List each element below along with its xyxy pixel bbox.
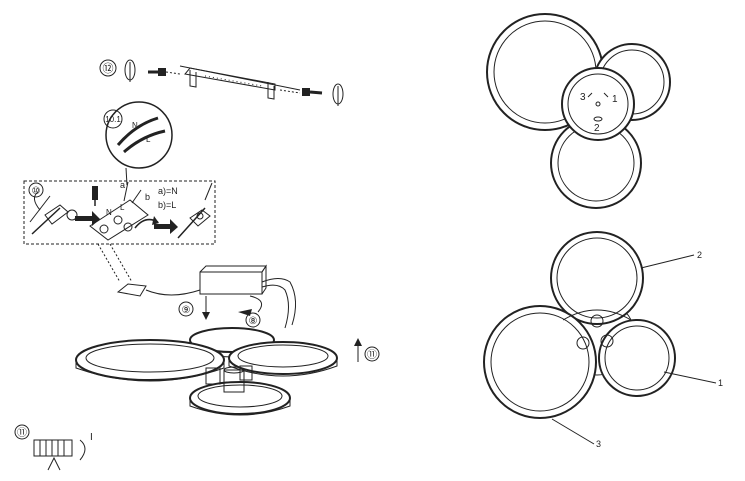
arrow-left-icon [238,309,252,316]
center-hub [223,369,245,393]
step12-group: ⑫ [99,59,344,106]
detail-mark: I [90,432,93,443]
arrow-down-icon [202,312,210,320]
terminal-block: N L [89,199,149,241]
ring-arrangement: 2 1 3 [483,231,723,449]
terminal-strip [33,439,73,457]
top-pos2-label: 2 [594,123,600,134]
wiring-frame [23,180,216,245]
hand-icon [47,456,61,471]
ring-center-back [189,381,291,415]
step12-badge [99,59,117,77]
joint-right [600,334,614,348]
joint-left [576,336,590,350]
step11-detail: ⑪ I [14,424,93,471]
step10-group: ⑩ N L a b a)=N b)=L [23,180,216,245]
step11-detail-label: ⑪ [17,427,27,439]
wire-n-equation: a)=N [158,186,178,196]
arrow-up-icon [354,338,362,346]
arrow-right-icon-2 [154,219,178,234]
wire-l-equation: b)=L [158,200,176,210]
step10-1-detail: 10.1 N L [103,101,173,186]
top-view: 3 1 2 [486,13,671,209]
connector-block [116,283,147,297]
block-l-label: L [120,203,125,212]
led-driver [199,271,263,295]
step8-label: ⑧ [249,316,258,327]
top-canopy [561,67,635,141]
detail-l-label: L [146,135,151,144]
leader-lines [97,243,133,283]
step10-1-label: 10.1 [105,115,121,124]
wire-a-label: a [120,180,125,190]
step12-label: ⑫ [103,62,114,75]
ring-left [75,339,225,381]
top-pos1-label: 1 [612,94,618,105]
mounting-bracket [179,65,301,100]
arrow-right-icon [75,211,100,226]
callout-1: 1 [718,378,723,388]
callout-2: 2 [697,250,702,260]
detail-n-label: N [132,121,138,130]
step10-label: ⑩ [32,186,41,197]
driver-group: ⑨ ⑧ [116,264,296,329]
arrangement-ring-1 [598,319,676,397]
arrangement-ring-2 [550,231,644,325]
step11-label: ⑪ [367,349,377,361]
wire-b-label: b [145,192,150,202]
lamp-perspective: ⑪ [75,327,380,416]
callout-3: 3 [596,439,601,449]
wire-detail-circle [105,101,173,169]
ring-right [228,341,338,375]
screw-right-icon [302,88,310,96]
top-pos3-label: 3 [580,92,586,103]
step9-label: ⑨ [182,305,191,316]
arrangement-ring-3 [483,305,597,419]
block-n-label: N [106,208,112,217]
screwdriver-icon [92,186,98,200]
joint-top [590,314,604,328]
